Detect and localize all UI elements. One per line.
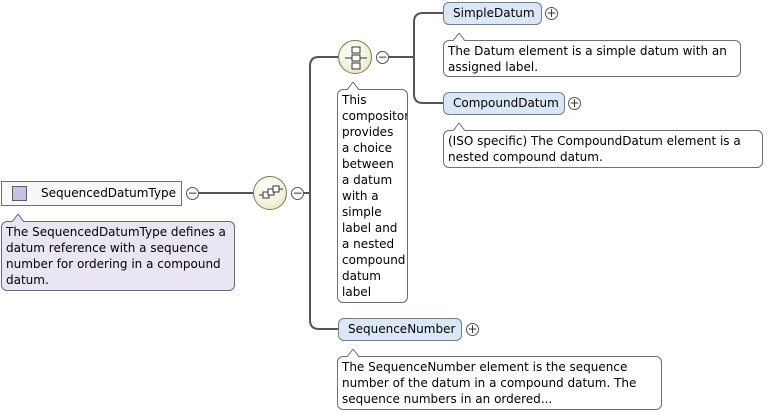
sequence-compositor[interactable]	[253, 176, 287, 210]
choice-compositor[interactable]	[338, 40, 372, 74]
choice-compositor-icon	[345, 46, 367, 70]
collapse-toggle-icon[interactable]: −	[186, 186, 199, 200]
element-doc-text: The SequenceNumber element is the sequen…	[342, 360, 637, 406]
doc-pointer	[12, 214, 24, 222]
choice-documentation: This compositor provides a choice betwee…	[337, 89, 408, 303]
choice-collapse-icon[interactable]: −	[376, 50, 389, 64]
root-type-doc-text: The SequencedDatumType defines a datum r…	[6, 225, 226, 287]
element-label: SequenceNumber	[348, 322, 456, 336]
doc-pointer	[347, 82, 359, 90]
element-simple-datum[interactable]: SimpleDatum	[443, 2, 542, 25]
element-label: SimpleDatum	[453, 6, 535, 20]
expand-icon[interactable]: +	[545, 6, 558, 20]
doc-pointer	[453, 33, 465, 41]
root-type-label: SequencedDatumType	[41, 186, 176, 200]
doc-pointer	[347, 349, 359, 357]
element-sequence-number[interactable]: SequenceNumber	[338, 318, 462, 341]
expand-icon[interactable]: +	[568, 96, 581, 110]
simple-datum-documentation: The Datum element is a simple datum with…	[443, 40, 741, 77]
doc-pointer	[453, 123, 465, 131]
choice-doc-text: This compositor provides a choice betwee…	[342, 93, 408, 302]
element-doc-text: (ISO specific) The CompoundDatum element…	[448, 134, 741, 164]
sequence-collapse-icon[interactable]: −	[291, 186, 304, 200]
element-doc-text: The Datum element is a simple datum with…	[448, 44, 727, 74]
root-type-documentation: The SequencedDatumType defines a datum r…	[1, 221, 235, 291]
compound-datum-documentation: (ISO specific) The CompoundDatum element…	[443, 130, 763, 168]
expand-icon[interactable]: +	[466, 322, 479, 336]
sequence-compositor-icon	[259, 185, 283, 199]
element-label: CompoundDatum	[453, 96, 559, 110]
sequence-number-documentation: The SequenceNumber element is the sequen…	[337, 356, 662, 410]
root-type-node[interactable]: SequencedDatumType	[1, 181, 182, 206]
complex-type-icon	[12, 186, 27, 201]
element-compound-datum[interactable]: CompoundDatum	[443, 92, 565, 115]
